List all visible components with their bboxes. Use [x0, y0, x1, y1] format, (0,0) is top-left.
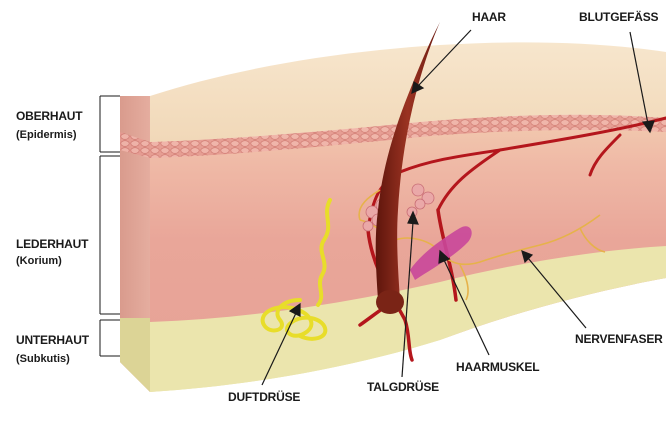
label-nervenfaser: NERVENFASER	[575, 332, 663, 346]
label-duftdruese: DUFTDRÜSE	[228, 389, 300, 404]
label-haarmuskel: HAARMUSKEL	[456, 360, 539, 374]
label-unterhaut: UNTERHAUT	[16, 333, 90, 347]
label-lederhaut-sub: (Korium)	[16, 255, 62, 267]
label-lederhaut: LEDERHAUT	[16, 237, 89, 251]
hair-bulb	[376, 290, 404, 314]
subcutis-left-corner	[120, 318, 150, 392]
label-talgdruese: TALGDRÜSE	[367, 379, 439, 394]
label-blutgefaess: BLUTGEFÄSS	[579, 9, 659, 24]
label-haar: HAAR	[472, 10, 506, 24]
layer-bracket	[100, 96, 120, 356]
label-oberhaut-sub: (Epidermis)	[16, 129, 77, 141]
label-unterhaut-sub: (Subkutis)	[16, 353, 70, 365]
label-oberhaut: OBERHAUT	[16, 109, 83, 123]
